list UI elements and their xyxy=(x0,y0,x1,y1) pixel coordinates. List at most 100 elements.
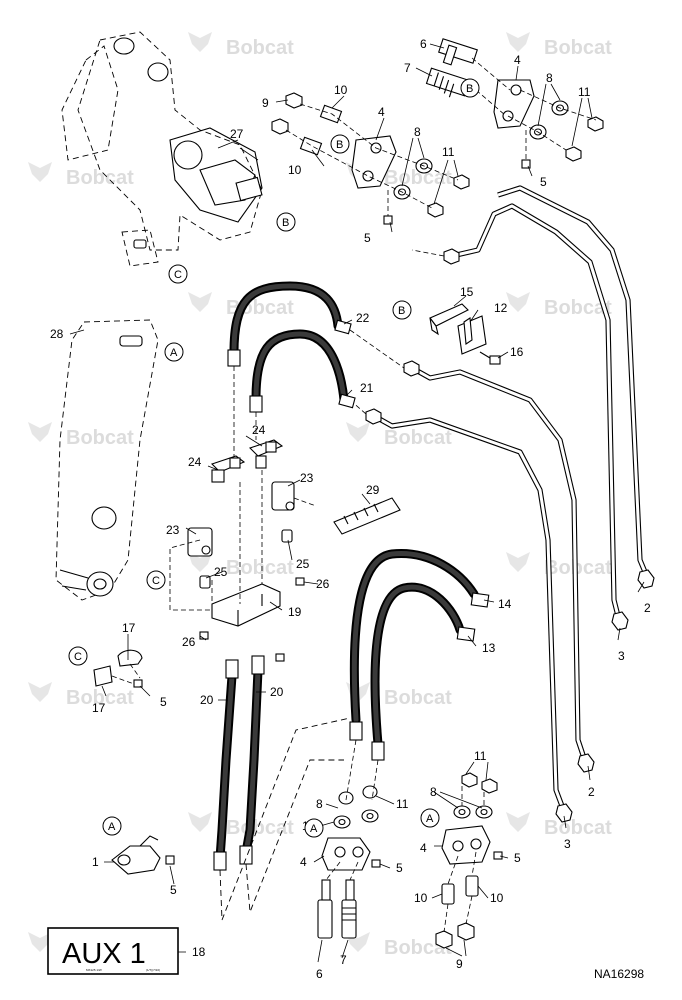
svg-text:A: A xyxy=(170,347,178,359)
callout-3: 3 xyxy=(618,649,625,663)
svg-text:B: B xyxy=(336,139,343,151)
watermark-logo xyxy=(188,32,212,52)
ref-marker-c: C xyxy=(168,264,188,284)
callout-8: 8 xyxy=(546,71,553,85)
callout-5: 5 xyxy=(540,175,547,189)
callout-11: 11 xyxy=(442,145,455,159)
callout-23: 23 xyxy=(166,523,180,537)
callout-24: 24 xyxy=(252,423,266,437)
ref-marker-c: C xyxy=(146,570,166,590)
watermark-text: Bobcat xyxy=(384,167,452,189)
watermark-text: Bobcat xyxy=(66,427,134,449)
upper-hoses xyxy=(227,281,356,470)
bulkhead-assembly-lower-right xyxy=(435,772,503,949)
leader-lines xyxy=(69,43,645,963)
callout-27: 27 xyxy=(230,127,244,141)
watermark-text: Bobcat xyxy=(544,557,612,579)
watermark-text: Bobcat xyxy=(226,557,294,579)
callout-28: 28 xyxy=(50,327,64,341)
callout-20: 20 xyxy=(270,685,284,699)
watermark-text: Bobcat xyxy=(384,687,452,709)
callout-22: 22 xyxy=(356,311,370,325)
callout-11: 11 xyxy=(578,85,591,99)
hoses-13-14 xyxy=(345,549,490,801)
callout-10: 10 xyxy=(414,891,428,905)
lower-hoses-20 xyxy=(213,655,351,921)
callout-16: 16 xyxy=(510,345,524,359)
callout-4: 4 xyxy=(378,105,385,119)
callout-17: 17 xyxy=(92,701,106,715)
watermark-text: Bobcat xyxy=(66,167,134,189)
ref-marker-b: B xyxy=(460,78,480,98)
watermark-logo xyxy=(28,682,52,702)
callout-18: 18 xyxy=(192,945,206,959)
callout-5: 5 xyxy=(364,231,371,245)
ref-marker-a: A xyxy=(164,342,184,362)
ref-marker-b: B xyxy=(276,212,296,232)
callout-21: 21 xyxy=(360,381,374,395)
ref-marker-c: C xyxy=(68,646,88,666)
watermark-text: Bobcat xyxy=(544,817,612,839)
watermark-logo xyxy=(346,422,370,442)
callout-10: 10 xyxy=(288,163,302,177)
callout-29: 29 xyxy=(366,483,380,497)
watermark-logo xyxy=(28,932,52,952)
callout-11: 11 xyxy=(474,749,487,763)
watermark-logo xyxy=(28,162,52,182)
svg-text:B: B xyxy=(466,83,473,95)
callout-15: 15 xyxy=(460,285,474,299)
callout-1: 1 xyxy=(92,855,99,869)
watermark-logo xyxy=(506,292,530,312)
watermark-text: Bobcat xyxy=(226,817,294,839)
watermark-logo xyxy=(506,812,530,832)
callout-4: 4 xyxy=(300,855,307,869)
callout-2: 2 xyxy=(644,601,651,615)
reference-markers: B B B C A B C C A A A xyxy=(68,78,480,838)
callout-10: 10 xyxy=(334,83,348,97)
callout-12: 12 xyxy=(494,301,508,315)
callout-26: 26 xyxy=(316,577,330,591)
aux-decal: AUX 1 MX125 1/W (1/7)(7/10) xyxy=(47,927,179,975)
bracket-15-12 xyxy=(429,303,501,365)
bracket-1 xyxy=(111,835,175,875)
aux-decal-text: AUX 1 xyxy=(62,938,146,970)
callout-17: 17 xyxy=(122,621,136,635)
callout-7: 7 xyxy=(340,953,347,967)
watermark-text: Bobcat xyxy=(66,687,134,709)
svg-text:A: A xyxy=(426,813,434,825)
callout-9: 9 xyxy=(456,957,463,971)
callout-11: 11 xyxy=(396,797,409,811)
boom-pivot-structure xyxy=(61,31,263,267)
callout-10: 10 xyxy=(490,891,504,905)
callout-4: 4 xyxy=(514,53,521,67)
callout-25: 25 xyxy=(214,565,228,579)
callout-4: 4 xyxy=(420,841,427,855)
svg-text:C: C xyxy=(74,651,82,663)
callout-7: 7 xyxy=(404,61,411,75)
svg-text:A: A xyxy=(108,821,116,833)
callout-6: 6 xyxy=(420,37,427,51)
watermark-logo xyxy=(506,552,530,572)
callout-5: 5 xyxy=(514,851,521,865)
watermark-text: Bobcat xyxy=(226,37,294,59)
callout-8: 8 xyxy=(316,797,323,811)
callout-6: 6 xyxy=(316,967,323,981)
ref-marker-b: B xyxy=(330,134,350,154)
svg-text:B: B xyxy=(398,305,405,317)
ref-marker-a: A xyxy=(304,818,324,838)
callout-5: 5 xyxy=(170,883,177,897)
callout-5: 5 xyxy=(396,861,403,875)
watermark-text: Bobcat xyxy=(384,937,452,959)
callout-24: 24 xyxy=(188,455,202,469)
watermark-logo xyxy=(188,812,212,832)
callout-9: 9 xyxy=(262,96,269,110)
bulkhead-assembly-lower-left xyxy=(317,785,381,939)
callout-26: 26 xyxy=(182,635,196,649)
callout-19: 19 xyxy=(288,605,302,619)
callout-8: 8 xyxy=(430,785,437,799)
bulkhead-assembly-upper-middle xyxy=(271,92,470,225)
watermark-logo xyxy=(506,32,530,52)
ref-marker-b: B xyxy=(392,300,412,320)
callout-25: 25 xyxy=(296,557,310,571)
